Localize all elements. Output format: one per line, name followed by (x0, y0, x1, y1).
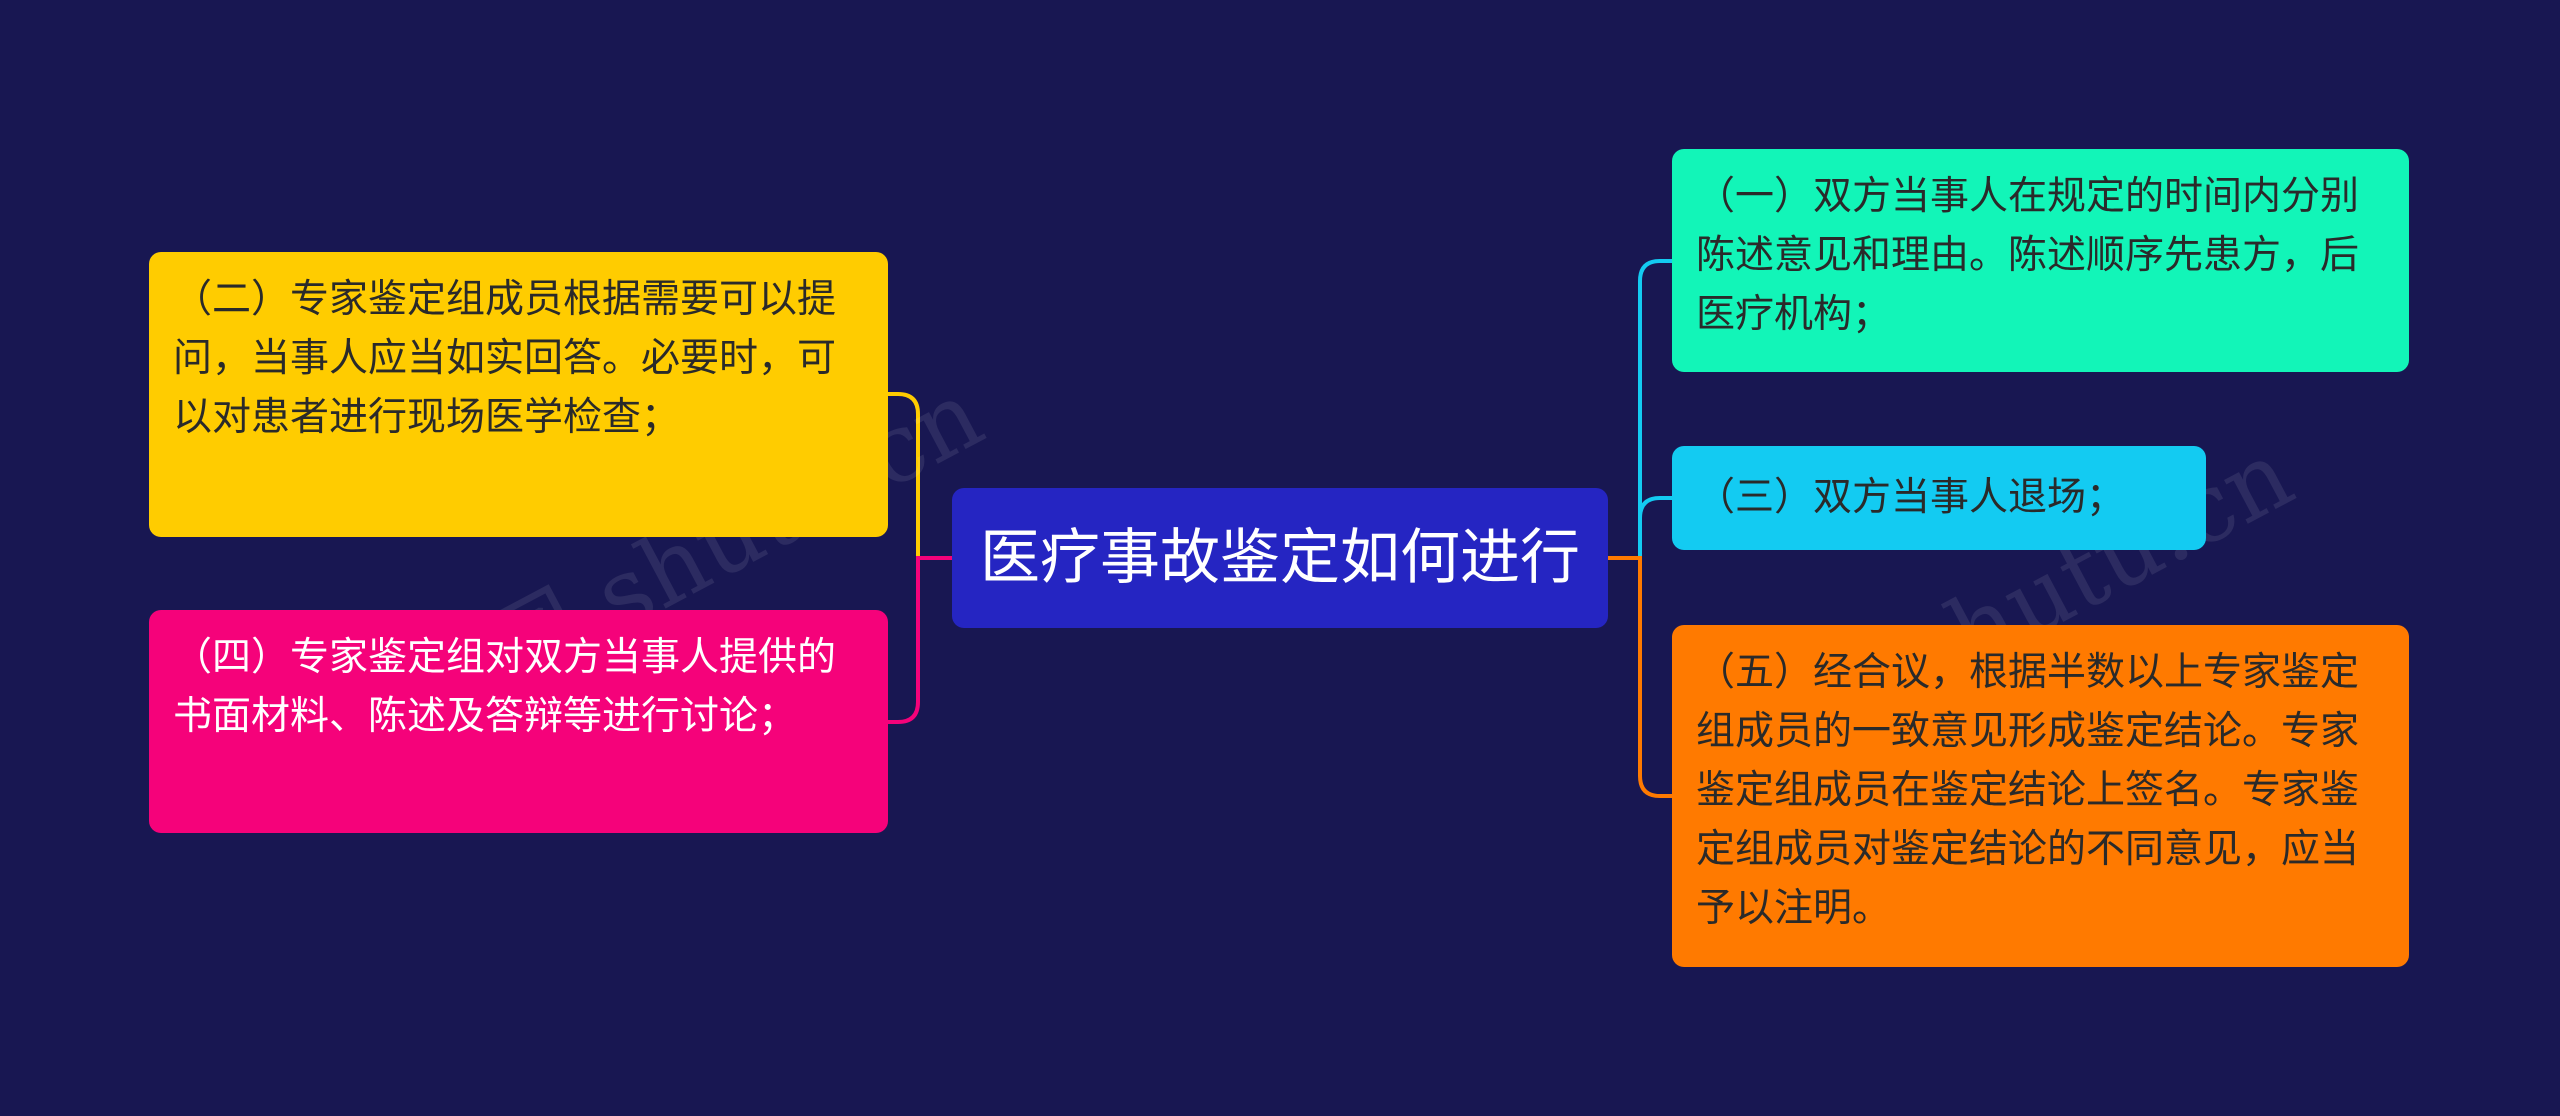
connector-root-to-node-5 (1608, 556, 1672, 798)
connector-root-to-node-3 (1608, 496, 1672, 560)
topic-node-4[interactable]: （四）专家鉴定组对双方当事人提供的书面材料、陈述及答辩等进行讨论； (149, 610, 888, 833)
connector-root-to-node-4 (888, 556, 952, 724)
topic-node-1[interactable]: （一）双方当事人在规定的时间内分别陈述意见和理由。陈述顺序先患方，后医疗机构； (1672, 149, 2409, 372)
connector-root-to-node-1 (1608, 259, 1672, 560)
topic-node-2[interactable]: （二）专家鉴定组成员根据需要可以提问，当事人应当如实回答。必要时，可以对患者进行… (149, 252, 888, 537)
topic-node-5[interactable]: （五）经合议，根据半数以上专家鉴定组成员的一致意见形成鉴定结论。专家鉴定组成员在… (1672, 625, 2409, 967)
topic-node-3[interactable]: （三）双方当事人退场； (1672, 446, 2206, 550)
connector-root-to-node-2 (888, 392, 952, 560)
root-topic[interactable]: 医疗事故鉴定如何进行 (952, 488, 1608, 628)
